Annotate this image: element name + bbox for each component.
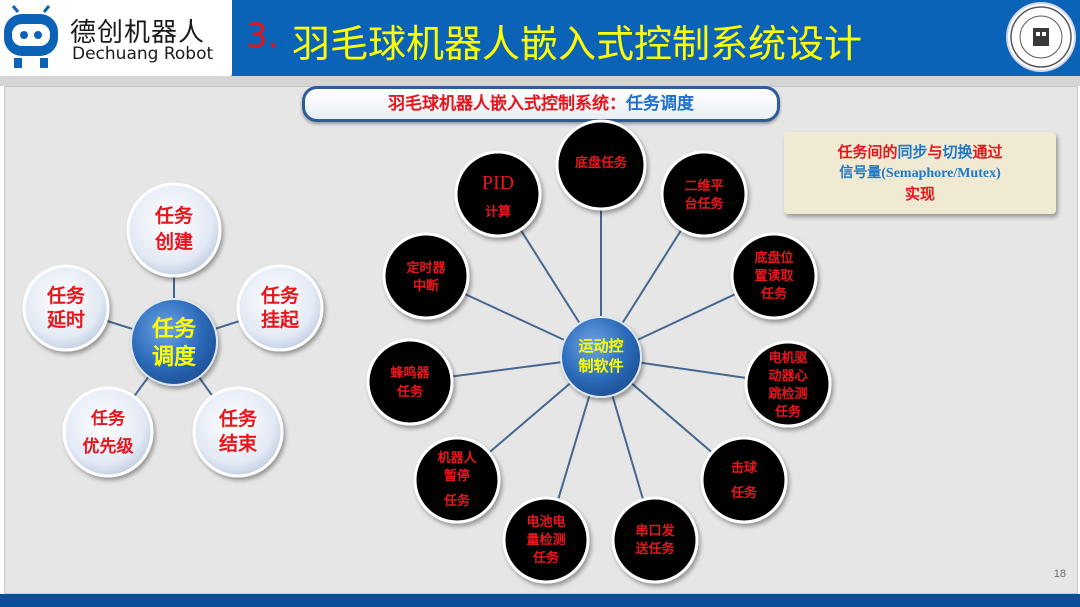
node-label: 任务 (730, 485, 758, 501)
university-seal-icon (1008, 4, 1074, 70)
software-node-buzzer: 蜂鸣器 任务 (366, 338, 454, 426)
node-label: 任务 (396, 384, 424, 400)
node-label: 挂起 (261, 308, 300, 331)
footer-bar (0, 594, 1080, 607)
software-node-pid: PID 计算 (454, 150, 542, 238)
software-node-timer-interrupt: 定时器 中断 (382, 232, 470, 320)
node-label: 任务 (218, 407, 258, 430)
center-label: 制软件 (578, 357, 623, 375)
node-label: 送任务 (634, 541, 675, 557)
node-label: 蜂鸣器 (390, 365, 430, 381)
software-node-serial-send: 串口发 送任务 (611, 496, 699, 584)
node-label: 台任务 (684, 196, 724, 212)
brand-name-en: Dechuang Robot (72, 44, 214, 64)
note-text: 同步 (897, 143, 928, 161)
node-label: 计算 (485, 204, 511, 220)
software-node-battery: 电池电 量检测 任务 (502, 496, 590, 584)
software-center: 运动控 制软件 (560, 316, 642, 398)
center-label: 运动控 (578, 337, 623, 355)
node-label: PID (482, 172, 514, 194)
node-label: 底盘位 (754, 250, 793, 266)
node-label: 任务 (532, 550, 560, 566)
node-label: 电池电 (526, 514, 565, 530)
node-label: 任务 (760, 286, 788, 302)
note-line-1: 任务间的同步与切换通过 (784, 142, 1056, 163)
software-node-chassis: 底盘任务 (555, 119, 647, 211)
software-node-hit-ball: 击球 任务 (700, 436, 788, 524)
node-label: 创建 (154, 230, 193, 253)
page-title: 羽毛球机器人嵌入式控制系统设计 (292, 22, 863, 66)
scheduling-node-create: 任务 创建 (126, 182, 222, 278)
node-label: 跳检测 (768, 386, 807, 402)
logo: 德创机器人 Dechuang Robot (0, 0, 232, 76)
note-text: 通过 (972, 143, 1003, 161)
slide-subtitle: 羽毛球机器人嵌入式控制系统：任务调度 (302, 86, 780, 122)
node-label: 任务 (443, 493, 471, 509)
note-text: 与 (927, 143, 943, 161)
node-label: 暂停 (444, 468, 470, 484)
node-label: 串口发 (635, 523, 675, 539)
page-number: 18 (1053, 568, 1066, 580)
node-label: 底盘任务 (575, 155, 628, 171)
node-label: 任务 (774, 404, 802, 420)
node-label: 任务 (90, 408, 126, 429)
node-label: 量检测 (526, 532, 565, 548)
node-label: 击球 (731, 460, 758, 476)
software-node-chassis-position: 底盘位 置读取 任务 (730, 232, 818, 320)
note-text: 任务间的 (837, 143, 898, 161)
software-node-robot-pause: 机器人 暂停 任务 (413, 436, 501, 524)
robot-logo-icon (4, 5, 58, 68)
node-label: 电机驱 (768, 350, 807, 366)
node-label: 中断 (413, 278, 439, 294)
node-label: 延时 (46, 309, 85, 331)
note-text: 切换 (942, 143, 973, 161)
software-node-2d-platform: 二维平 台任务 (660, 150, 748, 238)
node-label: 结束 (219, 432, 258, 455)
sync-note: 任务间的同步与切换通过 信号量(Semaphore/Mutex) 实现 (784, 132, 1056, 214)
scheduling-node-delay: 任务 延时 (22, 264, 110, 352)
software-node-motor-heartbeat: 电机驱 动器心 跳检测 任务 (744, 340, 832, 428)
node-label: 机器人 (437, 450, 477, 466)
node-label: 任务 (46, 284, 86, 307)
node-label: 任务 (154, 204, 194, 227)
note-text: (Semaphore/Mutex) (881, 166, 1001, 181)
center-label: 调度 (152, 344, 197, 370)
scheduling-node-priority: 任务 优先级 (62, 386, 154, 478)
subtitle-highlight: 任务调度 (626, 94, 694, 114)
node-label: 置读取 (754, 268, 794, 284)
node-label: 二维平 (684, 178, 723, 194)
note-line-2: 信号量(Semaphore/Mutex) (784, 163, 1056, 184)
note-text: 信号量 (839, 165, 882, 181)
scheduling-node-end: 任务 结束 (192, 386, 284, 478)
section-number: 3. (246, 16, 279, 56)
center-label: 任务 (151, 316, 197, 342)
node-label: 动器心 (768, 369, 807, 384)
scheduling-node-suspend: 任务 挂起 (236, 264, 324, 352)
brand-name-cn: 德创机器人 (70, 18, 206, 48)
note-line-3: 实现 (904, 185, 935, 203)
node-label: 定时器 (405, 260, 446, 276)
node-label: 优先级 (83, 436, 134, 457)
subtitle-main: 羽毛球机器人嵌入式控制系统： (388, 94, 626, 114)
header-divider (0, 76, 1080, 86)
node-label: 任务 (260, 284, 300, 307)
scheduling-center: 任务 调度 (130, 298, 218, 386)
